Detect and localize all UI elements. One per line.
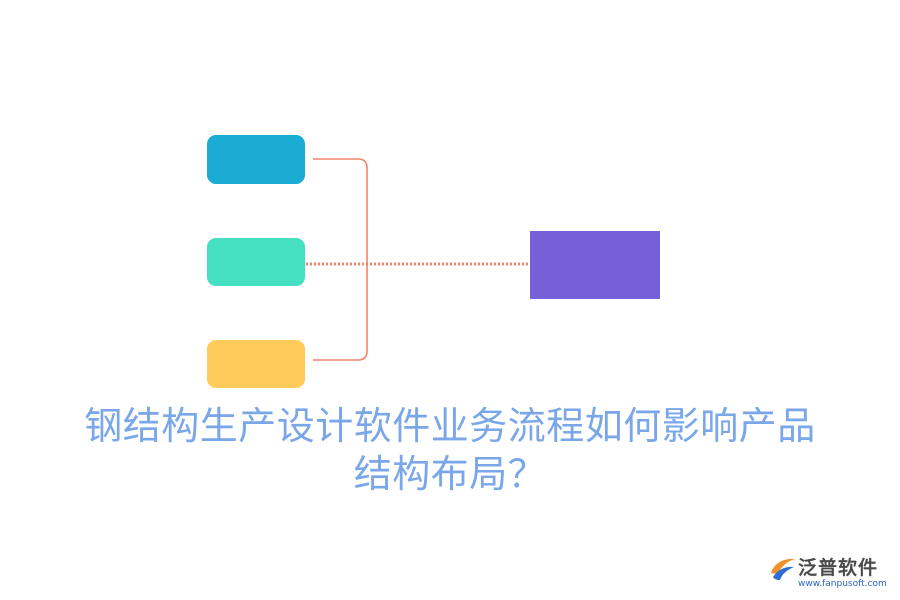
node-bottom [207,340,305,388]
logo-name: 泛普软件 [798,557,879,579]
brand-logo: 泛普软件 www.fanpusoft.com [768,553,892,593]
title-line-2: 结构布局？ [353,452,547,496]
node-top [207,135,305,184]
title-line-1: 钢结构生产设计软件业务流程如何影响产品 [84,404,816,448]
logo-url: www.fanpusoft.com [798,579,887,589]
target-box [530,231,660,299]
node-middle [207,238,305,286]
page-title: 钢结构生产设计软件业务流程如何影响产品 结构布局？ [40,402,860,498]
bracket-connector [313,158,368,361]
fanpu-leaf-logo-icon [771,558,795,580]
